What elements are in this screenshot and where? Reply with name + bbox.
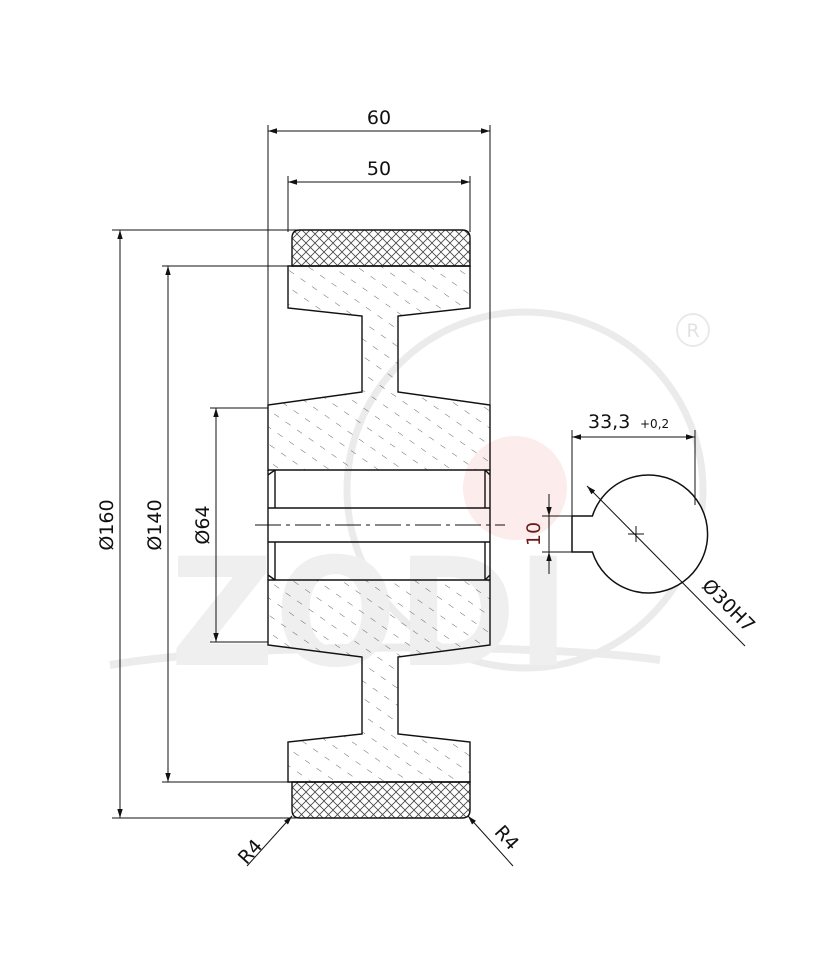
dimension-label: R4: [234, 835, 267, 869]
leader-line: [467, 815, 514, 867]
dimension-label: R4: [490, 821, 523, 855]
registered-mark: R: [686, 320, 699, 342]
registered-mark-circle: [676, 313, 710, 347]
bore-chamfer-left: [267, 469, 276, 476]
dimension-hub-diameter: Ø64: [192, 407, 268, 643]
bore-chamfer-right: [484, 469, 491, 476]
dimension-tread-width: 50: [287, 158, 471, 232]
dimension-overall-width: 60: [267, 107, 491, 405]
watermark-circle: [343, 308, 707, 672]
bore-depth-tolerance: +0,2: [640, 417, 669, 431]
bore-depth-label: 33,3: [588, 411, 630, 433]
dimension-label: 50: [367, 158, 391, 180]
dimension-label: Ø64: [192, 505, 214, 544]
dimension-radius-right: R4: [467, 815, 523, 867]
dimension-core-diameter: Ø140: [144, 265, 292, 783]
bore-chamfer-right-b: [484, 574, 491, 581]
keyway-width-label: 10: [523, 522, 545, 546]
tread-top: [291, 229, 471, 267]
dimension-label: Ø160: [96, 499, 118, 550]
core-lower: [267, 579, 491, 783]
bore-diameter-label: Ø30H7: [697, 575, 759, 637]
leader-line: [246, 815, 293, 867]
core-upper: [267, 265, 491, 471]
dimension-label: 60: [367, 107, 391, 129]
tread-bottom: [291, 781, 471, 819]
dimension-label: Ø140: [144, 499, 166, 550]
wheel-section: [255, 229, 505, 819]
dimension-radius-left: R4: [234, 815, 293, 869]
dimension-outer-diameter: Ø160: [96, 229, 300, 819]
bore-chamfer-left-b: [267, 574, 276, 581]
bore-diameter-line: [586, 485, 746, 647]
